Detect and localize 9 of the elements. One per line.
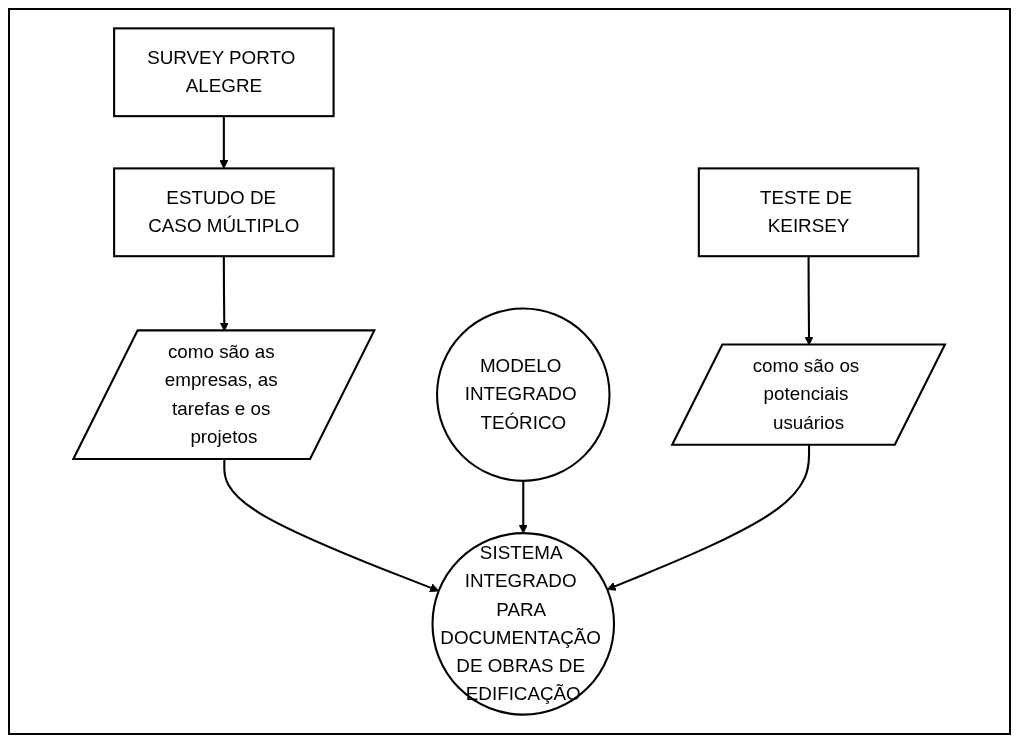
arrow — [219, 116, 229, 169]
node-circle: SISTEMA INTEGRADO PARA DOCUMENTAÇÃO DE OBRAS DE EDIFICAÇÃO — [431, 532, 616, 716]
node-circle: MODELO INTEGRADO TEÓRICO — [436, 307, 611, 482]
node-box: TESTE DE KEIRSEY — [698, 167, 920, 258]
arrow — [607, 445, 811, 591]
arrow — [519, 480, 529, 534]
node-box: ESTUDO DE CASO MÚLTIPLO — [113, 167, 335, 258]
arrow — [223, 459, 440, 593]
node-box: SURVEY PORTO ALEGRE — [113, 27, 335, 118]
